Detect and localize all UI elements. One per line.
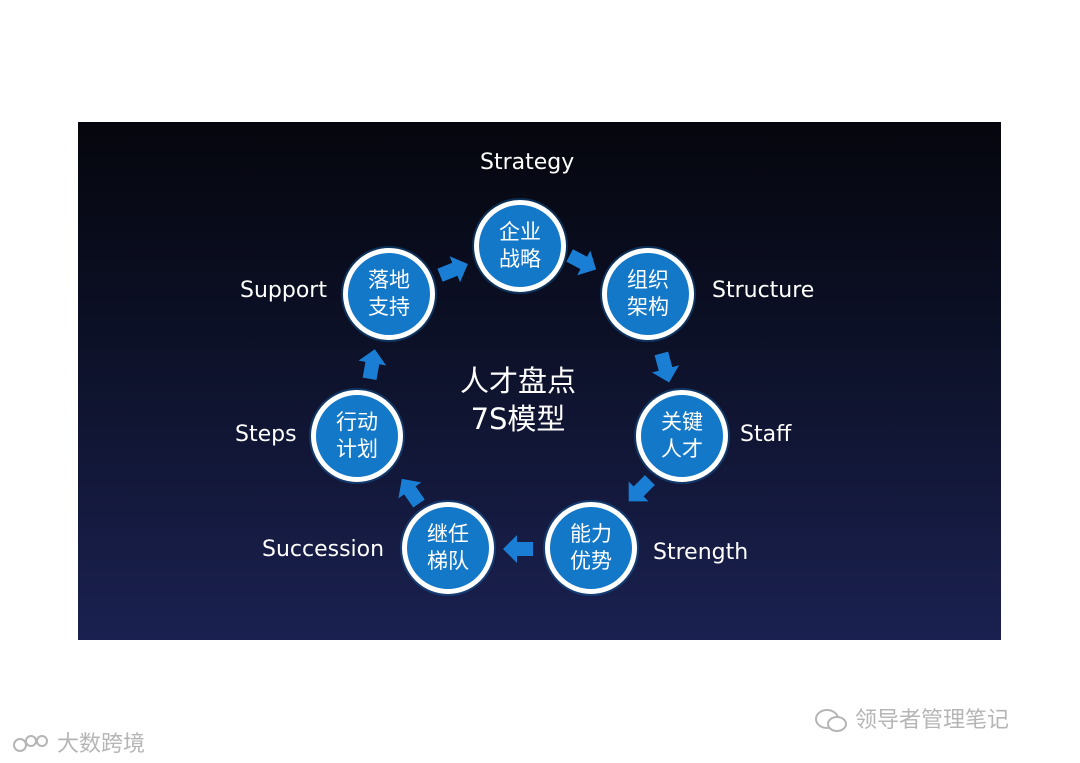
arrow-succession-to-steps <box>398 478 425 508</box>
node-succession-line2: 梯队 <box>427 549 469 573</box>
node-steps: 行动 计划 <box>311 390 403 482</box>
node-strategy-line2: 战略 <box>499 247 541 271</box>
watermark-left: 大数跨境 <box>12 726 145 758</box>
watermark-right: 领导者管理笔记 <box>814 702 1009 735</box>
diagram-slide: 人才盘点 7S模型 企业 战略 Strategy 组织 架构 Structure… <box>78 122 1001 640</box>
node-strength-line1: 能力 <box>570 522 612 546</box>
arrow-strategy-to-structure <box>566 249 597 276</box>
node-succession: 继任 梯队 <box>402 502 494 594</box>
arrow-staff-to-strength <box>628 475 655 502</box>
node-succession-line1: 继任 <box>427 522 469 546</box>
label-strategy: Strategy <box>480 150 575 175</box>
node-strategy-line1: 企业 <box>499 220 541 244</box>
center-title-line1: 人才盘点 <box>459 364 576 398</box>
node-staff-line2: 人才 <box>661 437 703 461</box>
node-support-line1: 落地 <box>368 268 410 292</box>
node-structure-line1: 组织 <box>627 268 669 292</box>
arrow-steps-to-support <box>358 349 387 381</box>
watermark-logo-icon <box>13 735 48 752</box>
node-staff: 关键 人才 <box>636 390 728 482</box>
wechat-icon <box>815 709 847 732</box>
node-structure: 组织 架构 <box>602 248 694 340</box>
watermark-left-text: 大数跨境 <box>57 732 146 757</box>
cycle-arrows <box>358 249 680 563</box>
label-support: Support <box>240 278 327 303</box>
node-strength-line2: 优势 <box>570 549 612 573</box>
arrow-support-to-strategy <box>437 256 468 283</box>
node-support-line2: 支持 <box>368 295 410 319</box>
node-staff-line1: 关键 <box>661 410 703 434</box>
center-title: 人才盘点 7S模型 <box>428 362 608 438</box>
node-steps-line2: 计划 <box>336 437 378 461</box>
watermark-right-text: 领导者管理笔记 <box>855 708 1010 733</box>
node-strategy: 企业 战略 <box>474 200 566 292</box>
label-strength: Strength <box>653 540 749 565</box>
node-strength: 能力 优势 <box>545 502 637 594</box>
label-staff: Staff <box>740 422 792 447</box>
node-support: 落地 支持 <box>343 248 435 340</box>
label-succession: Succession <box>262 537 385 562</box>
center-title-line2: 7S模型 <box>470 402 566 436</box>
node-structure-line2: 架构 <box>627 295 669 319</box>
arrow-structure-to-staff <box>651 351 680 383</box>
label-steps: Steps <box>235 422 297 447</box>
label-structure: Structure <box>712 278 815 303</box>
node-steps-line1: 行动 <box>336 410 378 434</box>
arrow-strength-to-succession <box>503 535 533 563</box>
